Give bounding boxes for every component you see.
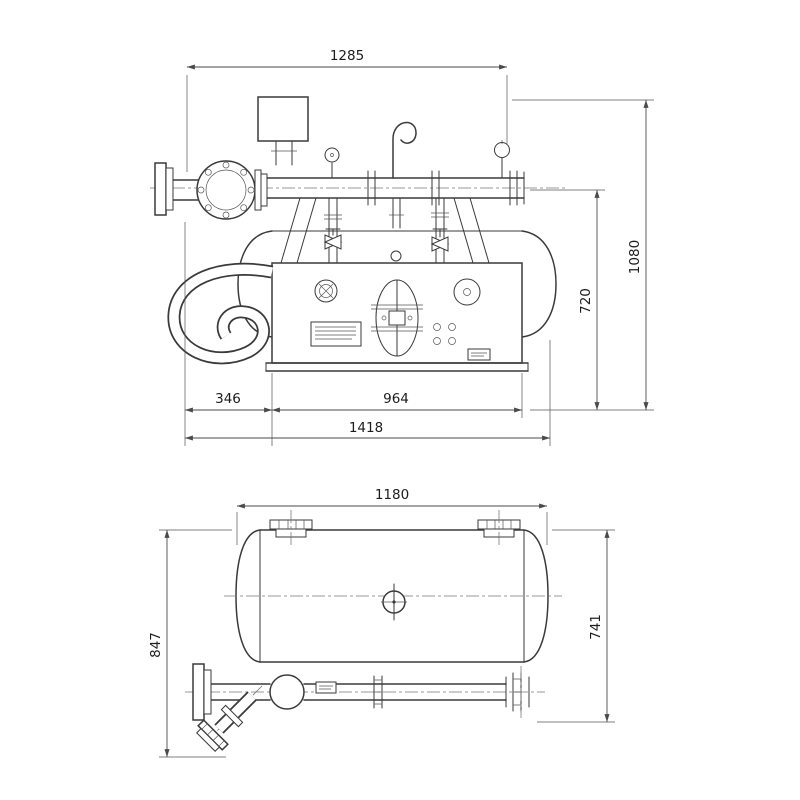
tank-body-plan (224, 529, 562, 663)
down-pipe-right-valve (430, 197, 450, 264)
dim-label-1418: 1418 (349, 420, 383, 436)
pipe-end-flange-right (505, 666, 530, 718)
branch-end-flange (196, 719, 229, 752)
dim-label-847: 847 (148, 632, 164, 658)
suction-pipe (203, 683, 271, 701)
main-pipe-plan (303, 683, 507, 701)
manifold-end-flange (509, 170, 518, 206)
nozzle-flange-right (477, 510, 521, 546)
pipe-flange-pair-plan (373, 675, 383, 709)
siphon-hook-pipe (392, 121, 417, 179)
pipe-label-plate (315, 681, 337, 694)
motor-boss (453, 278, 481, 306)
pump-volute (269, 674, 305, 710)
flange-bolt-holes (197, 161, 255, 219)
dim-label-346: 346 (215, 391, 241, 407)
front-view: 1285 1080 720 346 964 1418 (150, 48, 654, 446)
tank-left-head (237, 230, 273, 338)
junction-box (257, 96, 309, 166)
inlet-end-flange (154, 162, 167, 216)
plan-view: 1180 (148, 487, 615, 758)
pressure-gauge-icon (324, 147, 340, 179)
dim-plan-width: 1180 (236, 487, 548, 545)
nameplate (310, 321, 362, 347)
nozzle-flange-left (269, 510, 313, 546)
control-panel-details (310, 250, 491, 361)
branch-pipe-45 (196, 685, 263, 752)
bottom-piping (185, 663, 545, 752)
bolt-dots (433, 323, 456, 345)
pipe-flange-pair-2 (431, 170, 440, 206)
dim-label-741: 741 (588, 614, 604, 640)
support-braces (280, 197, 490, 264)
safety-valve-icon (494, 140, 510, 179)
skid-base (265, 362, 529, 372)
manhole-fitting (381, 583, 407, 621)
center-nozzle (389, 197, 404, 229)
dim-plan-right-depth: 741 (537, 529, 615, 723)
dim-bottom-row: 346 964 1418 (184, 222, 551, 446)
small-label-plate (467, 348, 491, 361)
inlet-flange-assembly (154, 160, 268, 220)
pipe-flange-pair-1 (367, 170, 376, 206)
tank-top-fitting (390, 250, 402, 262)
dim-plan-left-depth: 847 (148, 529, 232, 758)
dim-body-height: 720 (530, 189, 605, 411)
dim-label-1180: 1180 (375, 487, 409, 503)
tank-body-front (237, 230, 557, 338)
dim-total-height: 1080 (512, 99, 654, 411)
tank-right-head (521, 230, 557, 338)
dim-top-width: 1285 (186, 48, 508, 172)
dim-label-1285: 1285 (330, 48, 364, 64)
dim-label-720: 720 (578, 288, 594, 314)
manifold-pipe (266, 170, 525, 206)
coil-loop (167, 262, 274, 365)
down-pipe-left-valve (323, 197, 343, 264)
dim-label-1080: 1080 (627, 240, 643, 274)
dim-label-964: 964 (383, 391, 409, 407)
suction-end-flange (192, 663, 205, 721)
